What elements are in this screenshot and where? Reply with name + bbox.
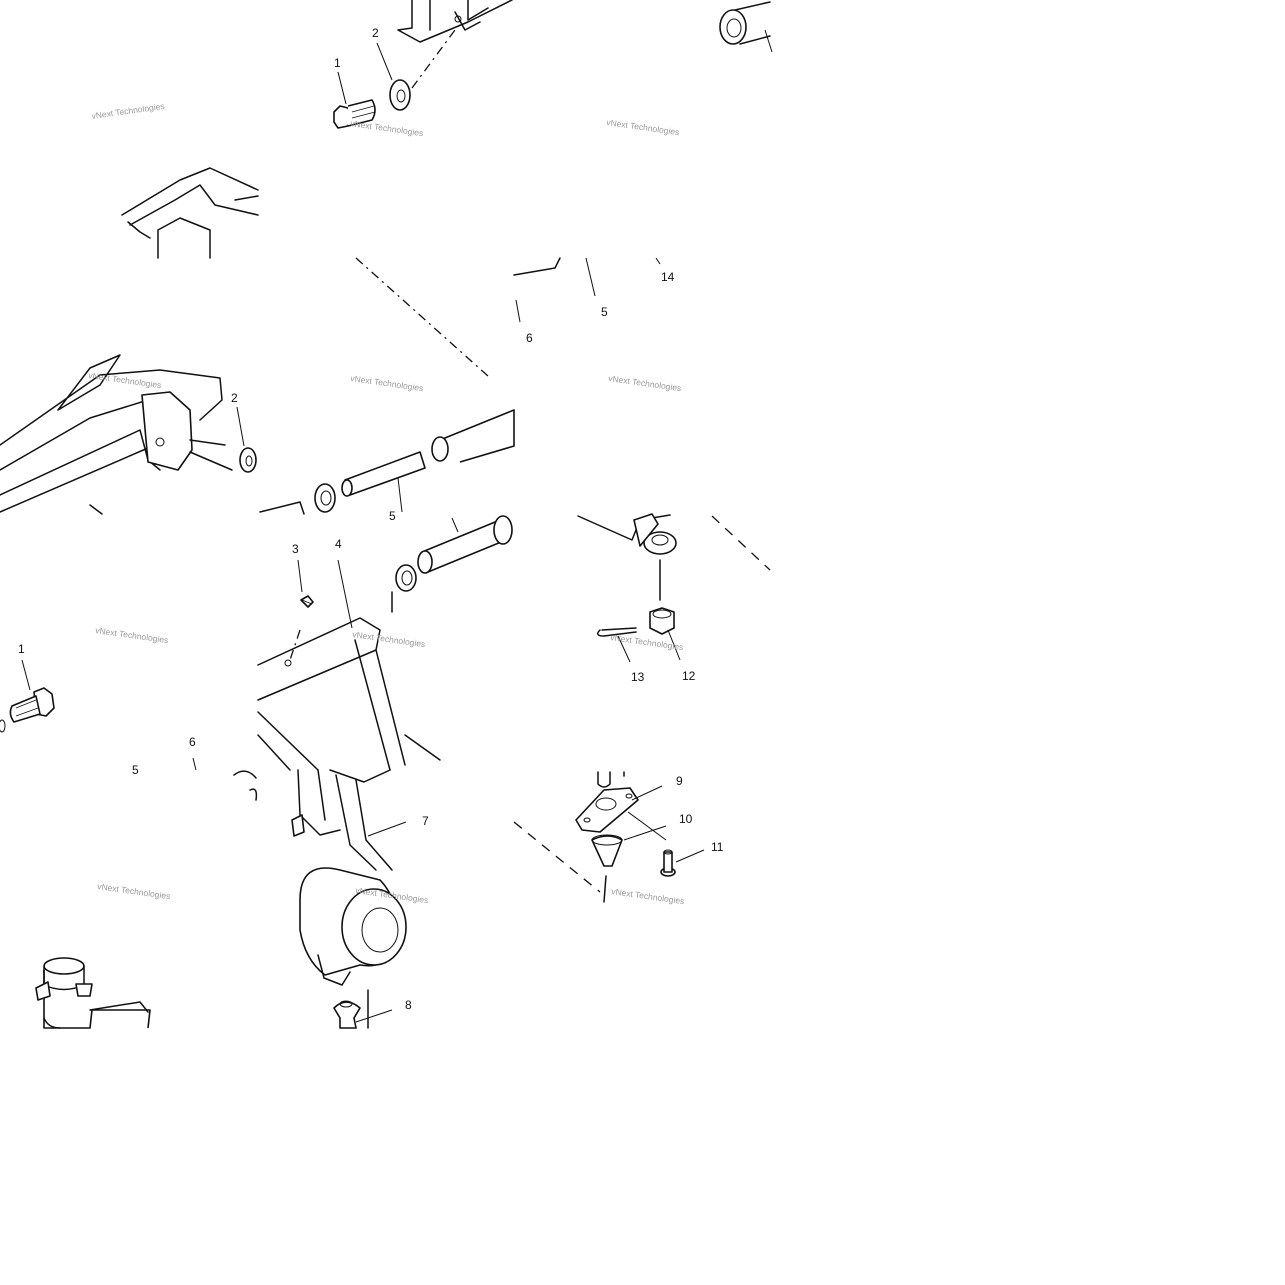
callout-6-low: 6 [189,735,196,749]
callout-6-top: 6 [526,331,533,345]
washer-top [389,79,411,111]
a-arm [257,559,441,771]
watermarks: vNext Technologies vNext Technologies vN… [88,101,685,906]
cone-bumper [591,825,667,867]
watermark: vNext Technologies [352,629,426,649]
callout-7: 7 [422,814,429,828]
watermark: vNext Technologies [350,118,424,138]
bolt-top [333,99,376,129]
watermark: vNext Technologies [350,373,424,393]
watermark: vNext Technologies [611,886,685,906]
callout-10: 10 [679,812,693,826]
leader-low-6 [192,757,197,771]
frame-bracket-top [397,0,513,43]
frame-rail [0,354,233,515]
watermark: vNext Technologies [95,625,169,645]
ball-joint [577,513,771,635]
callout-14: 14 [661,270,675,284]
watermark: vNext Technologies [97,881,171,901]
cotter-pin [597,627,681,663]
callout-4: 4 [335,537,342,551]
grease-fitting [284,559,314,667]
callout-13: 13 [631,670,645,684]
spindle-lower-left [35,957,151,1029]
callout-2-mid: 2 [231,391,238,405]
spindle-knuckle [233,769,407,986]
watermark: vNext Technologies [610,632,684,652]
lower-bolt-8 [333,989,393,1029]
callout-1-top: 1 [334,56,341,70]
callout-8: 8 [405,998,412,1012]
frame-edge-right [513,257,661,323]
watermark: vNext Technologies [606,117,680,137]
callout-3: 3 [292,542,299,556]
callout-5-top: 5 [601,305,608,319]
bushing-top-right [719,1,773,53]
bushing-pair-center [259,409,515,515]
callout-5-low: 5 [132,763,139,777]
bolt-mid [0,659,55,733]
callout-11: 11 [711,840,724,854]
callout-1-mid: 1 [18,642,25,656]
callout-2-top: 2 [372,26,379,40]
watermark: vNext Technologies [91,101,165,121]
frame-corner [121,167,259,259]
callout-9: 9 [676,774,683,788]
callout-5-mid: 5 [389,509,396,523]
watermark: vNext Technologies [608,373,682,393]
stop-plate [575,771,667,841]
callout-12: 12 [682,669,696,683]
stud-bolt-11 [660,849,705,877]
washer-mid [239,447,257,473]
bushing-pair-lower [391,515,513,613]
